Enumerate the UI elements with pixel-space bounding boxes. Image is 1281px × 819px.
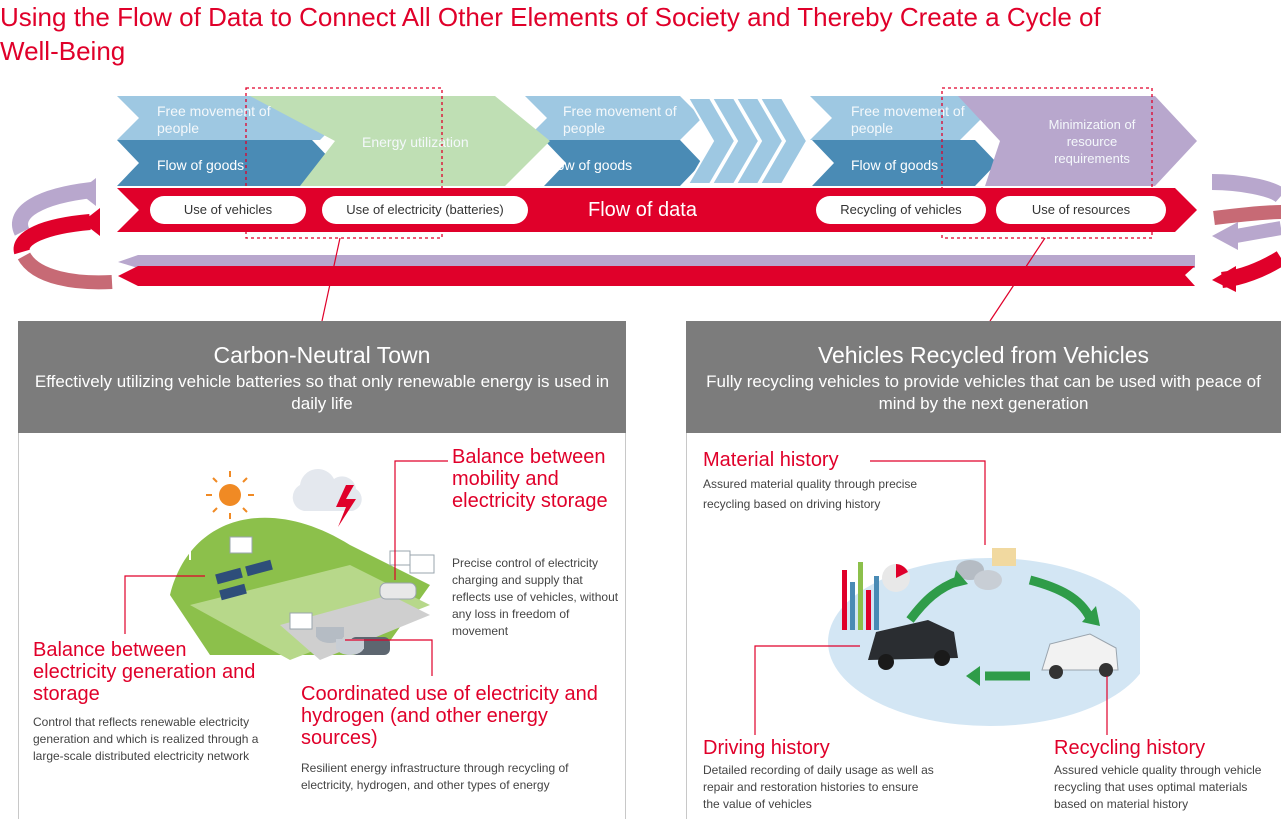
goods-label-2: Flow of goods bbox=[545, 157, 633, 173]
solar-panel-icons bbox=[215, 559, 273, 601]
vehicles-recycled-header: Vehicles Recycled from Vehicles Fully re… bbox=[686, 321, 1281, 433]
balance-mobility-heading: Balance between mobility and electricity… bbox=[452, 446, 608, 512]
balance-generation-text: Control that reflects renewable electric… bbox=[33, 715, 259, 763]
return-band-red bbox=[118, 266, 1195, 286]
carbon-neutral-header: Carbon-Neutral Town Effectively utilizin… bbox=[18, 321, 626, 433]
sun-icon bbox=[206, 471, 254, 519]
goods-arrow-3 bbox=[812, 140, 997, 186]
vehicles-recycled-title: Vehicles Recycled from Vehicles bbox=[817, 342, 1150, 368]
flow-of-data-label: Flow of data bbox=[588, 199, 697, 221]
balance-generation-heading: Balance between electricity generation a… bbox=[33, 639, 256, 705]
lightning-icon bbox=[336, 485, 356, 527]
material-stack-icon bbox=[956, 548, 1016, 590]
focus-box-right bbox=[941, 87, 1153, 239]
pie-chart-icon bbox=[882, 564, 910, 592]
return-band-lavender bbox=[118, 255, 1195, 268]
coordinated-heading: Coordinated use of electricity and hydro… bbox=[301, 683, 598, 749]
vehicles-recycled-subtitle: Fully recycling vehicles to provide vehi… bbox=[706, 372, 1261, 413]
material-history-text: Assured material quality through precise… bbox=[703, 477, 918, 511]
carbon-neutral-body bbox=[18, 433, 626, 819]
pill-use-of-electricity: Use of electricity (batteries) bbox=[322, 196, 528, 224]
left-callout-lines bbox=[124, 460, 448, 676]
people-arrow-3 bbox=[810, 96, 982, 140]
people-arrow-2 bbox=[525, 96, 702, 140]
chevron-stack-1 bbox=[686, 97, 809, 185]
town-illustration bbox=[170, 469, 435, 660]
minimization-arrow bbox=[958, 96, 1197, 186]
bar-chart-icon bbox=[842, 562, 879, 630]
balance-mobility-text: Precise control of electricity charging … bbox=[452, 556, 619, 638]
energy-label: Energy utilization bbox=[362, 134, 469, 150]
driving-history-heading: Driving history bbox=[703, 737, 830, 759]
minimization-label: Minimization of resource requirements bbox=[1048, 117, 1136, 166]
arrow-right-icon bbox=[1028, 575, 1095, 621]
used-car-icon bbox=[868, 620, 958, 670]
people-label-1: Free movement of people bbox=[157, 103, 271, 136]
wind-turbine-icon bbox=[181, 532, 199, 560]
cycle-arrows-right-icon bbox=[1211, 174, 1281, 292]
goods-label-1: Flow of goods bbox=[157, 157, 245, 173]
carbon-neutral-subtitle: Effectively utilizing vehicle batteries … bbox=[34, 372, 610, 413]
recycling-history-heading: Recycling history bbox=[1054, 737, 1206, 759]
people-label-2: Free movement of people bbox=[563, 103, 677, 136]
tank-icons bbox=[316, 627, 364, 655]
coordinated-text: Resilient energy infrastructure through … bbox=[301, 761, 569, 792]
pill-use-of-resources: Use of resources bbox=[996, 196, 1166, 224]
right-callout-lines bbox=[754, 460, 1108, 735]
material-history-heading: Material history bbox=[703, 449, 839, 471]
carbon-neutral-title: Carbon-Neutral Town bbox=[213, 342, 431, 368]
new-car-icon bbox=[1041, 633, 1119, 679]
recycling-cycle-illustration bbox=[828, 548, 1140, 726]
goods-arrow-1 bbox=[117, 140, 334, 186]
focus-box-left bbox=[245, 87, 443, 239]
page-title: Using the Flow of Data to Connect All Ot… bbox=[0, 2, 1101, 66]
pill-recycling-of-vehicles: Recycling of vehicles bbox=[816, 196, 986, 224]
vehicles-recycled-body bbox=[686, 433, 1281, 819]
cycle-arrows-left-icon bbox=[12, 178, 113, 290]
goods-arrow-2 bbox=[544, 140, 702, 186]
house-icons bbox=[229, 536, 435, 630]
driving-history-text: Detailed recording of daily usage as wel… bbox=[703, 763, 934, 811]
goods-label-3: Flow of goods bbox=[851, 157, 939, 173]
recycling-history-text: Assured vehicle quality through vehicle … bbox=[1054, 763, 1262, 811]
energy-arrow bbox=[250, 96, 550, 186]
people-label-3: Free movement of people bbox=[851, 103, 965, 136]
pill-use-of-vehicles: Use of vehicles bbox=[150, 196, 306, 224]
